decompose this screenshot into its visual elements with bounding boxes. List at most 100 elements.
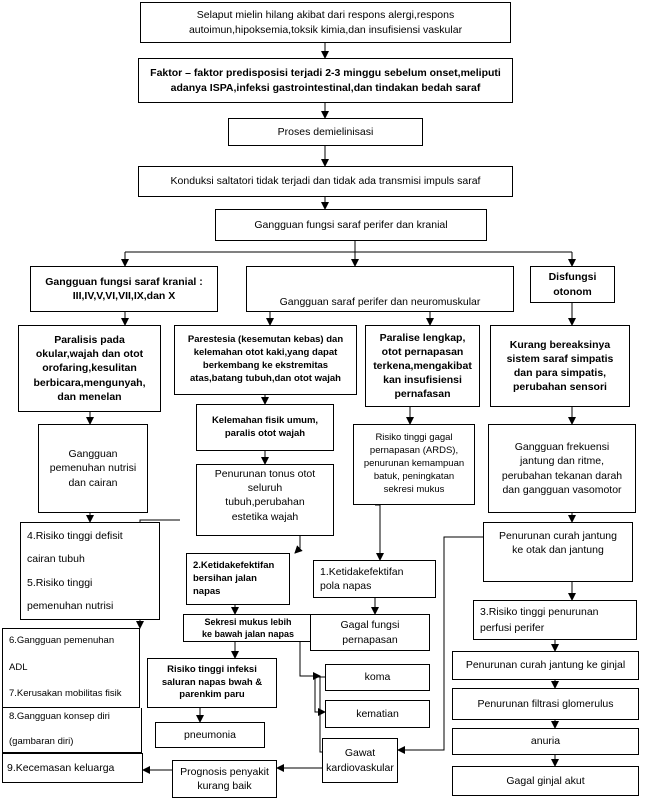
node-diagnosis-9: 9.Kecemasan keluarga bbox=[2, 753, 143, 783]
box-line: seluruh bbox=[247, 482, 283, 495]
box-line: pneumonia bbox=[184, 728, 236, 741]
box-line: autoimun,hipoksemia,toksik kimia,dan ins… bbox=[188, 23, 463, 36]
box-line: 2.Ketidakefektifan bbox=[193, 560, 275, 571]
box-line: Risiko tinggi infeksi bbox=[167, 663, 257, 675]
box-line: orofaring,kesulitan bbox=[42, 362, 137, 375]
box-line: pola napas bbox=[320, 580, 372, 593]
node-predisposing-factors: Faktor – faktor predisposisi terjadi 2-3… bbox=[138, 58, 513, 103]
box-line: perfusi perifer bbox=[480, 621, 545, 634]
box-line: Penurunan curah jantung ke ginjal bbox=[465, 659, 626, 672]
box-line: paralis otot wajah bbox=[224, 427, 306, 439]
box-line: Disfungsi bbox=[548, 271, 597, 284]
box-line: kelemahan otot kaki,yang dapat bbox=[193, 347, 338, 359]
arrow-b33-b34 bbox=[397, 650, 445, 754]
node-physical-weakness: Kelemahan fisik umum,paralis otot wajah bbox=[196, 404, 334, 451]
node-peripheral-neuromuscular: Gangguan saraf perifer dan neuromuskular bbox=[246, 266, 514, 312]
box-line: ke otak dan jantung bbox=[512, 544, 604, 557]
box-line: Gangguan bbox=[68, 448, 118, 461]
box-line: koma bbox=[364, 671, 391, 684]
box-line: Faktor – faktor predisposisi terjadi 2-3… bbox=[150, 67, 501, 80]
box-line: ke bawah jalan napas bbox=[201, 629, 295, 639]
box-line: ADL bbox=[9, 661, 28, 673]
box-line: Risiko tinggi gagal bbox=[375, 432, 453, 444]
box-line: Gagal fungsi bbox=[340, 619, 400, 632]
box-line: Gangguan saraf perifer dan neuromuskular bbox=[279, 295, 481, 308]
box-line: pemenuhan nutrisi bbox=[49, 462, 137, 475]
box-line: estetika wajah bbox=[231, 510, 299, 523]
box-line: Prognosis penyakit bbox=[180, 765, 269, 778]
arrow-b19-ginjal-line bbox=[443, 536, 485, 650]
box-line: saluran napas bwah & bbox=[161, 676, 263, 688]
box-line: Konduksi saltatori tidak terjadi dan tid… bbox=[170, 175, 481, 188]
box-line: perubahan tekanan darah bbox=[501, 469, 623, 482]
box-line: Selaput mielin hilang akibat dari respon… bbox=[196, 9, 455, 22]
box-line: kurang baik bbox=[197, 780, 252, 792]
box-line: dan gangguan vasomotor bbox=[502, 483, 622, 496]
node-pneumonia: pneumonia bbox=[155, 722, 265, 748]
box-line: dan menelan bbox=[57, 390, 122, 403]
box-line: pemenuhan nutrisi bbox=[27, 599, 114, 612]
box-line: batuk, peningkatan bbox=[373, 470, 455, 482]
box-line: otot pernapasan bbox=[381, 345, 464, 358]
box-line: jantung dan ritme, bbox=[519, 455, 605, 468]
box-line: III,IV,V,VI,VII,IX,dan X bbox=[72, 290, 176, 302]
box-line: 6.Gangguan pemenuhan bbox=[9, 635, 115, 646]
box-line: cairan tubuh bbox=[27, 553, 85, 566]
box-line: Kelemahan fisik umum, bbox=[211, 414, 319, 426]
box-line: Gangguan frekuensi bbox=[514, 441, 610, 454]
box-line: kan insufisiensi bbox=[383, 374, 462, 387]
box-line: atas,batang tubuh,dan otot wajah bbox=[190, 372, 341, 384]
box-line: terkena,mengakibat bbox=[373, 359, 472, 372]
box-line: napas bbox=[193, 585, 221, 597]
node-death: kematian bbox=[325, 700, 430, 728]
box-line: tubuh,perubahan bbox=[225, 496, 305, 509]
node-saltatory-conduction: Konduksi saltatori tidak terjadi dan tid… bbox=[138, 166, 513, 197]
node-coma: koma bbox=[325, 664, 430, 691]
box-line: Gagal ginjal akut bbox=[506, 774, 585, 787]
box-line: pernafasan bbox=[394, 388, 451, 401]
arrow-b17-b20 bbox=[294, 536, 303, 554]
node-acute-kidney-failure: Gagal ginjal akut bbox=[452, 766, 639, 796]
node-diagnosis-1: 1.Ketidakefektifan pola napas bbox=[313, 560, 436, 598]
node-demyelination-causes: Selaput mielin hilang akibat dari respon… bbox=[140, 2, 511, 43]
box-line: Penurunan filtrasi glomerulus bbox=[477, 697, 614, 710]
node-peripheral-cranial-disorder: Gangguan fungsi saraf perifer dan krania… bbox=[215, 209, 487, 241]
box-line: 1.Ketidakefektifan bbox=[320, 566, 404, 578]
node-demyelination-process: Proses demielinisasi bbox=[228, 118, 423, 146]
box-line: bersihan jalan bbox=[193, 572, 257, 584]
box-line: 9.Kecemasan keluarga bbox=[7, 761, 115, 774]
node-glomerular-filtration: Penurunan filtrasi glomerulus bbox=[452, 688, 639, 720]
box-line: 3.Risiko tinggi penurunan bbox=[480, 606, 599, 618]
box-line: perubahan sensori bbox=[513, 381, 607, 394]
box-line: okular,wajah dan otot bbox=[35, 348, 144, 361]
node-poor-prognosis: Prognosis penyakit kurang baik bbox=[172, 760, 277, 798]
box-line: 5.Risiko tinggi bbox=[27, 576, 93, 589]
box-line: Kurang bereaksinya bbox=[509, 338, 611, 351]
box-line: penurunan kemampuan bbox=[363, 458, 465, 470]
box-line: 7.Kerusakan mobilitas fisik bbox=[9, 688, 122, 700]
box-line: Gawat bbox=[344, 747, 376, 760]
box-line: sistem saraf simpatis bbox=[506, 352, 614, 365]
box-line: kardiovaskular bbox=[326, 761, 394, 774]
node-anuria: anuria bbox=[452, 728, 639, 755]
box-line: Parestesia (kesemutan kebas) dan bbox=[187, 334, 344, 346]
box-line: Proses demielinisasi bbox=[277, 125, 374, 138]
box-line: dan cairan bbox=[68, 476, 118, 489]
box-line: otonom bbox=[553, 285, 592, 298]
box-line: adanya ISPA,infeksi gastrointestinal,dan… bbox=[170, 81, 481, 94]
box-line: (gambaran diri) bbox=[9, 736, 74, 748]
node-cardiac-output-kidney: Penurunan curah jantung ke ginjal bbox=[452, 651, 639, 680]
